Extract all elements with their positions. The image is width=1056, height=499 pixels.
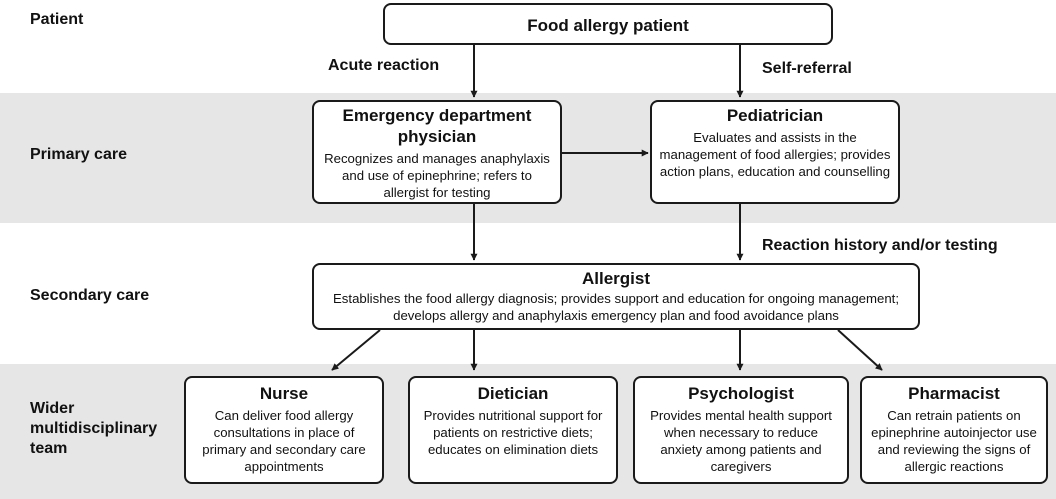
node-nurse-title: Nurse <box>259 384 309 403</box>
node-pharmacist-title: Pharmacist <box>908 384 1000 403</box>
node-pharmacist: Pharmacist Can retrain patients on epine… <box>860 376 1048 484</box>
node-dietician-title: Dietician <box>477 384 549 403</box>
node-allergist: Allergist Establishes the food allergy d… <box>312 263 920 330</box>
node-patient: Food allergy patient <box>383 3 833 45</box>
node-pediatrician-desc: Evaluates and assists in the management … <box>659 130 891 179</box>
edge-label-self-referral: Self-referral <box>762 60 852 77</box>
edge-label-acute-reaction: Acute reaction <box>328 57 440 74</box>
arrow-allergist-to-nurse <box>331 329 381 371</box>
row-label-wider-team: Wider multidisciplinary team <box>30 400 158 457</box>
node-psychologist: Psychologist Provides mental health supp… <box>633 376 849 484</box>
node-allergist-desc: Establishes the food allergy diagnosis; … <box>333 291 899 323</box>
node-nurse-desc: Can deliver food allergy consultations i… <box>202 408 366 474</box>
node-emergency-physician: Emergency department physician Recognize… <box>312 100 562 204</box>
node-patient-title: Food allergy patient <box>527 16 689 35</box>
edge-label-reaction-history: Reaction history and/or testing <box>762 237 998 254</box>
node-allergist-title: Allergist <box>581 269 651 288</box>
node-pediatrician: Pediatrician Evaluates and assists in th… <box>650 100 900 204</box>
node-psychologist-desc: Provides mental health support when nece… <box>650 408 832 474</box>
node-dietician-desc: Provides nutritional support for patient… <box>423 408 603 457</box>
node-pediatrician-title: Pediatrician <box>726 106 824 125</box>
node-emergency-title: Emergency department physician <box>342 106 532 146</box>
row-label-patient: Patient <box>30 11 84 28</box>
node-dietician: Dietician Provides nutritional support f… <box>408 376 618 484</box>
node-emergency-desc: Recognizes and manages anaphylaxis and u… <box>324 151 550 200</box>
arrow-allergist-to-pharmacist <box>837 329 883 371</box>
node-pharmacist-desc: Can retrain patients on epinephrine auto… <box>871 408 1037 474</box>
node-psychologist-title: Psychologist <box>688 384 794 403</box>
row-label-primary-care: Primary care <box>30 146 127 163</box>
row-label-secondary-care: Secondary care <box>30 287 150 304</box>
node-nurse: Nurse Can deliver food allergy consultat… <box>184 376 384 484</box>
